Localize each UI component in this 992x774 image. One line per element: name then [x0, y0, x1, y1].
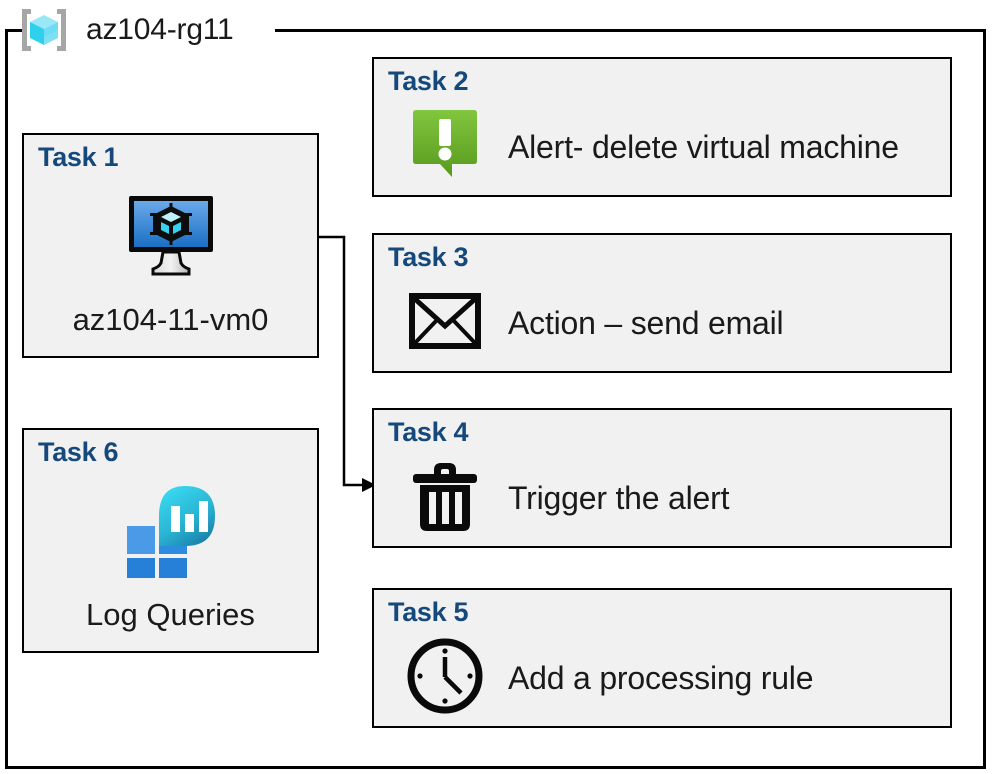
- envelope-icon: [409, 293, 481, 354]
- task2-label: Alert- delete virtual machine: [508, 129, 899, 165]
- task5-icon-wrap: [400, 636, 490, 721]
- task3-icon-wrap: [400, 284, 490, 364]
- task4-icon-wrap: [400, 459, 490, 539]
- resource-group-title: az104-rg11: [86, 13, 234, 46]
- task2-card[interactable]: Task 2 Alert- delete virtual machine: [372, 57, 952, 197]
- task6-icon-wrap: [24, 482, 317, 584]
- task5-title: Task 5: [388, 597, 469, 627]
- task4-row: Trigger the alert: [400, 455, 940, 542]
- trash-can-icon: [411, 458, 479, 539]
- task3-card[interactable]: Task 3 Action – send email: [372, 233, 952, 373]
- task1-icon-wrap: [24, 189, 317, 285]
- task3-label: Action – send email: [508, 305, 784, 341]
- alert-exclamation-icon: [408, 109, 482, 186]
- task5-card[interactable]: Task 5 Add a processing rule: [372, 588, 952, 728]
- task2-title: Task 2: [388, 66, 469, 96]
- task6-label: Log Queries: [86, 597, 255, 632]
- resource-group-cube-icon: [18, 6, 70, 54]
- resource-group-border-run: [275, 29, 986, 32]
- task6-title: Task 6: [38, 437, 119, 467]
- task1-label: az104-11-vm0: [72, 302, 269, 337]
- task2-row: Alert- delete virtual machine: [400, 104, 940, 191]
- task1-title: Task 1: [38, 142, 119, 172]
- task5-label: Add a processing rule: [508, 660, 814, 696]
- resource-group-border-stub: [5, 29, 27, 32]
- task2-icon-wrap: [400, 108, 490, 188]
- task4-title: Task 4: [388, 417, 469, 447]
- log-analytics-icon: [119, 482, 223, 584]
- task3-row: Action – send email: [400, 280, 940, 367]
- task4-card[interactable]: Task 4 Trigger the alert: [372, 408, 952, 548]
- resource-group-container: [5, 29, 986, 769]
- virtual-machine-icon: [125, 193, 217, 282]
- task4-label: Trigger the alert: [508, 480, 730, 516]
- clock-icon: [405, 636, 485, 721]
- task6-card[interactable]: Task 6: [22, 428, 319, 653]
- resource-group-header: az104-rg11: [18, 4, 234, 56]
- task3-title: Task 3: [388, 242, 469, 272]
- task1-card[interactable]: Task 1: [22, 133, 319, 358]
- task5-row: Add a processing rule: [400, 635, 940, 722]
